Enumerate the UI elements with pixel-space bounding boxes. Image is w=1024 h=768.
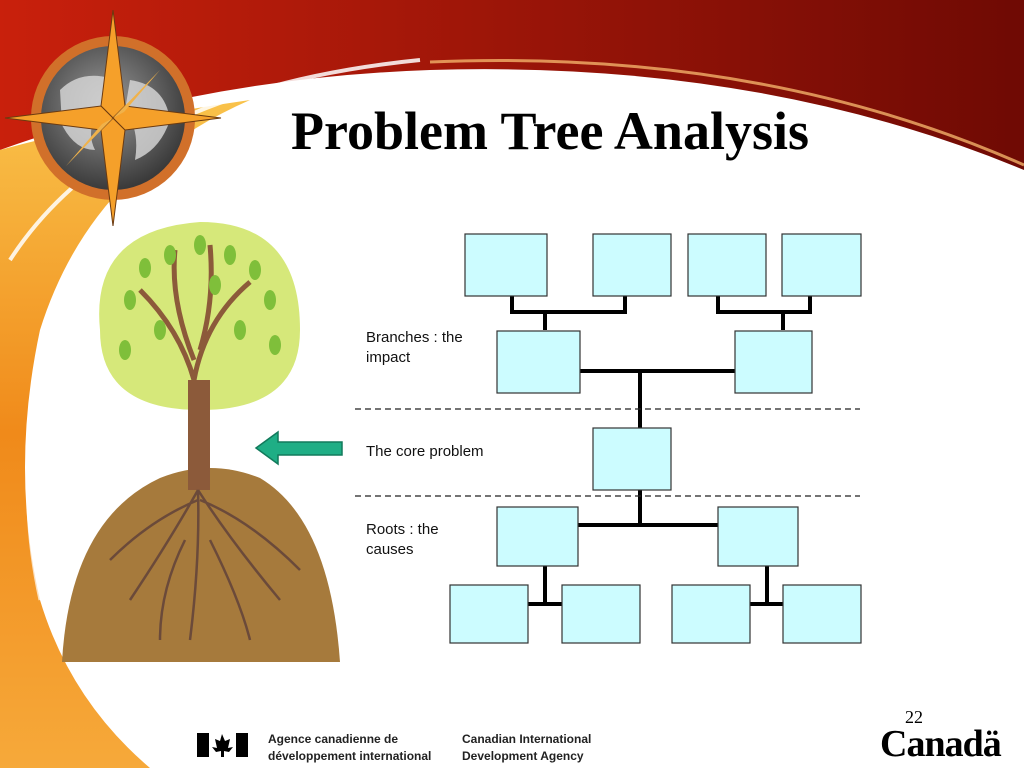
arrow-left-icon (254, 430, 343, 466)
section-dividers (355, 408, 860, 497)
tree-branches (138, 244, 252, 471)
page-number: 22 (905, 707, 923, 727)
agency-name-english: Canadian International Development Agenc… (462, 732, 592, 763)
impact-box (496, 330, 581, 394)
core-problem-label: The core problem (366, 443, 484, 460)
cause-box (561, 584, 641, 644)
canada-wordmark: Canadä (880, 723, 1002, 765)
impact-box (592, 233, 672, 297)
diagram-boxes (449, 233, 862, 644)
impact-box (781, 233, 862, 297)
branches-label: Branches : the impact (366, 329, 463, 366)
tree-leaves (119, 235, 281, 360)
impact-box (687, 233, 767, 297)
soil-mound (62, 468, 340, 662)
agency-name-french: Agence canadienne de développement inter… (268, 732, 432, 763)
cause-box (496, 506, 579, 567)
impact-box (464, 233, 548, 297)
cause-box (782, 584, 862, 644)
cause-box (717, 506, 799, 567)
tree-trunk (188, 380, 210, 490)
connector-lines (510, 296, 812, 606)
impact-box (734, 330, 813, 394)
cause-box (671, 584, 751, 644)
core-problem-box (592, 427, 672, 491)
tree-roots (109, 489, 301, 641)
slide-title: Problem Tree Analysis (290, 101, 809, 161)
compass-globe-logo (4, 9, 222, 227)
roots-label: Roots : the causes (366, 521, 439, 558)
cause-box (449, 584, 529, 644)
